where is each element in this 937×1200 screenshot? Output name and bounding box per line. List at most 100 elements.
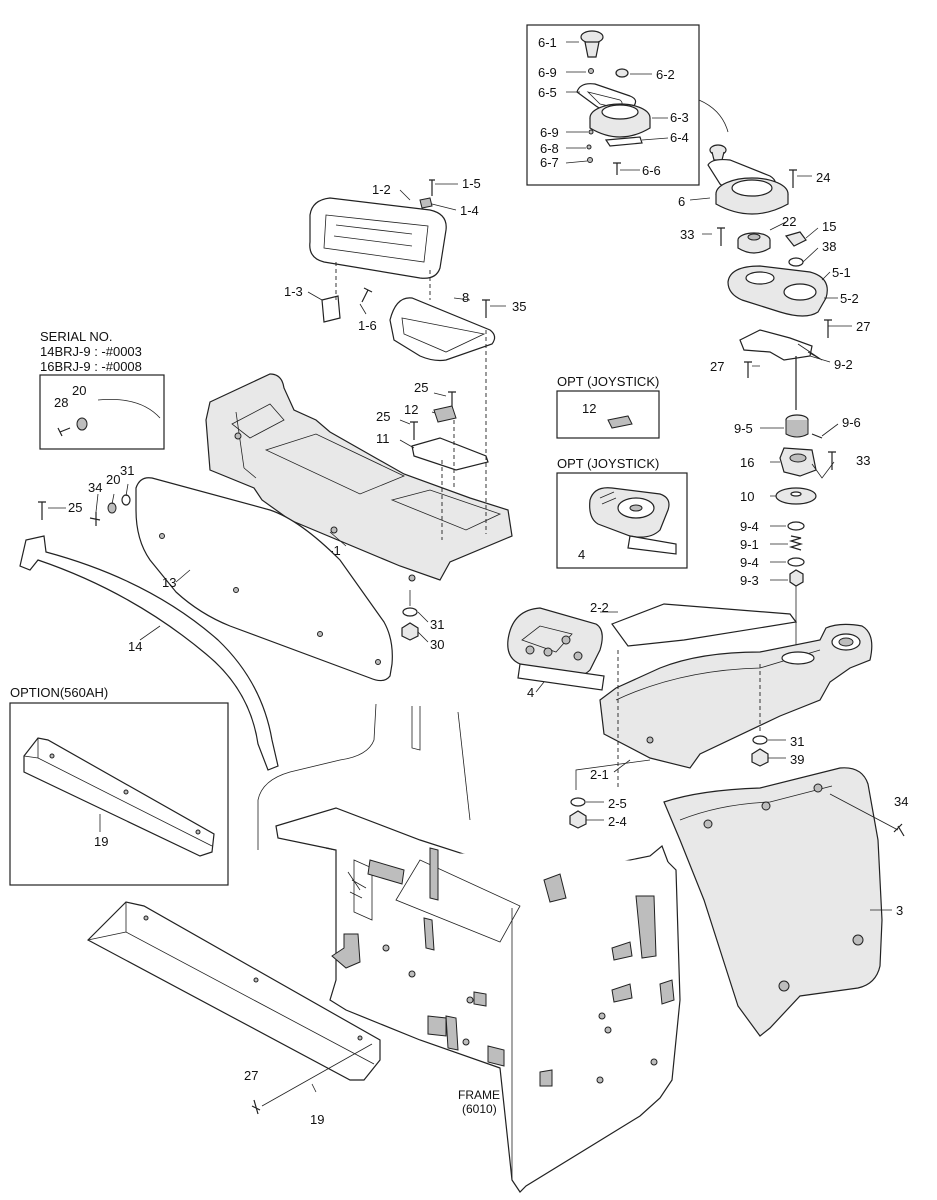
label-9-6: 9-6 xyxy=(842,415,861,430)
plate-2-2 xyxy=(611,603,798,647)
label-6-9b: 6-9 xyxy=(540,125,559,140)
plate-12 xyxy=(433,405,457,423)
label-5-1: 5-1 xyxy=(832,265,851,280)
angle-19-option xyxy=(23,737,215,857)
label-9-4b: 9-4 xyxy=(740,555,759,570)
washer-9-4b xyxy=(787,557,805,567)
screw-33a xyxy=(717,227,725,246)
label-1-5: 1-5 xyxy=(462,176,481,191)
label-6-7: 6-7 xyxy=(540,155,559,170)
bracket-1-3 xyxy=(321,295,341,323)
label-27a: 27 xyxy=(856,319,870,334)
label-27b: 27 xyxy=(710,359,724,374)
side-panel-13 xyxy=(135,477,393,682)
label-22: 22 xyxy=(782,214,796,229)
spring-9-1 xyxy=(788,535,804,551)
knob-6-1 xyxy=(580,30,604,58)
label-1-3: 1-3 xyxy=(284,284,303,299)
bracket-11 xyxy=(411,437,489,471)
washer-20a xyxy=(76,417,88,431)
label-6-4: 6-4 xyxy=(670,130,689,145)
label-6-2: 6-2 xyxy=(656,67,675,82)
label-6-5: 6-5 xyxy=(538,85,557,100)
label-20b: 20 xyxy=(106,472,120,487)
housing-16 xyxy=(779,447,817,477)
label-6-3: 6-3 xyxy=(670,110,689,125)
opt-joystick-title-b: OPT (JOYSTICK) xyxy=(557,456,659,471)
lever-assembly-6 xyxy=(707,144,789,215)
label-9-1: 9-1 xyxy=(740,537,759,552)
console-2-1 xyxy=(599,623,873,769)
nut-2-4 xyxy=(569,810,587,829)
panel-4-b xyxy=(507,607,605,691)
label-39: 39 xyxy=(790,752,804,767)
screw-35 xyxy=(482,299,490,318)
screw-25b xyxy=(410,421,418,440)
label-25b: 25 xyxy=(376,409,390,424)
label-16: 16 xyxy=(740,455,754,470)
option-560ah-box xyxy=(9,702,229,886)
washer-31c xyxy=(121,494,131,506)
bracket-9-2 xyxy=(739,329,813,361)
frame-label-line1: FRAME xyxy=(458,1088,500,1102)
screw-27a xyxy=(824,319,832,338)
screw-34b xyxy=(893,823,905,837)
label-6-9a: 6-9 xyxy=(538,65,557,80)
part-6-9-dot xyxy=(588,68,594,74)
nut-30 xyxy=(401,622,419,641)
screw-34a xyxy=(89,512,101,526)
label-31b: 31 xyxy=(430,617,444,632)
base-6-3 xyxy=(589,103,651,138)
label-8: 8 xyxy=(462,290,469,305)
part-12-joystick xyxy=(607,415,633,429)
plate-6-4 xyxy=(604,136,643,147)
label-31c: 31 xyxy=(790,734,804,749)
label-10: 10 xyxy=(740,489,754,504)
option-560ah-title: OPTION(560AH) xyxy=(10,685,108,700)
label-9-4a: 9-4 xyxy=(740,519,759,534)
washer-2-5 xyxy=(570,797,586,807)
screw-9-6 xyxy=(811,433,823,439)
label-2-5: 2-5 xyxy=(608,796,627,811)
label-4a: 4 xyxy=(578,547,585,562)
tray-8 xyxy=(389,297,496,362)
bearing-9-5 xyxy=(785,414,809,438)
opt-joystick-title-a: OPT (JOYSTICK) xyxy=(557,374,659,389)
label-4b: 4 xyxy=(527,685,534,700)
part-6-9b-dot xyxy=(588,129,594,135)
frame-6010 xyxy=(257,703,681,1193)
label-25a: 25 xyxy=(414,380,428,395)
label-9-3: 9-3 xyxy=(740,573,759,588)
label-19b: 19 xyxy=(310,1112,324,1127)
label-20a: 20 xyxy=(72,383,86,398)
assembly-line-2 xyxy=(617,650,761,790)
cap-6-2 xyxy=(615,68,629,78)
console-1-1 xyxy=(205,373,513,582)
part-6-7-dot xyxy=(587,157,593,163)
washer-31d xyxy=(752,735,768,745)
washer-20b xyxy=(107,502,117,514)
clip-1-4 xyxy=(419,197,433,209)
label-1-2: 1-2 xyxy=(372,182,391,197)
label-14: 14 xyxy=(128,639,142,654)
label-30: 30 xyxy=(430,637,444,652)
washer-31a xyxy=(402,607,418,617)
label-33a: 33 xyxy=(680,227,694,242)
label-11: 11 xyxy=(376,431,390,446)
label-2-4: 2-4 xyxy=(608,814,627,829)
trim-14 xyxy=(19,535,279,771)
serial-no-line1: 14BRJ-9 : -#0003 xyxy=(40,344,142,359)
opt-joystick-box-b xyxy=(556,472,688,569)
label-9-5: 9-5 xyxy=(734,421,753,436)
label-2-2: 2-2 xyxy=(590,600,609,615)
serial-no-line2: 16BRJ-9 : -#0008 xyxy=(40,359,142,374)
label-9-2: 9-2 xyxy=(834,357,853,372)
label-34b: 34 xyxy=(894,794,908,809)
label-38: 38 xyxy=(822,239,836,254)
label-15: 15 xyxy=(822,219,836,234)
cover-3 xyxy=(663,767,883,1037)
label-24: 24 xyxy=(816,170,830,185)
label-6-8: 6-8 xyxy=(540,141,559,156)
angle-19 xyxy=(87,901,381,1081)
